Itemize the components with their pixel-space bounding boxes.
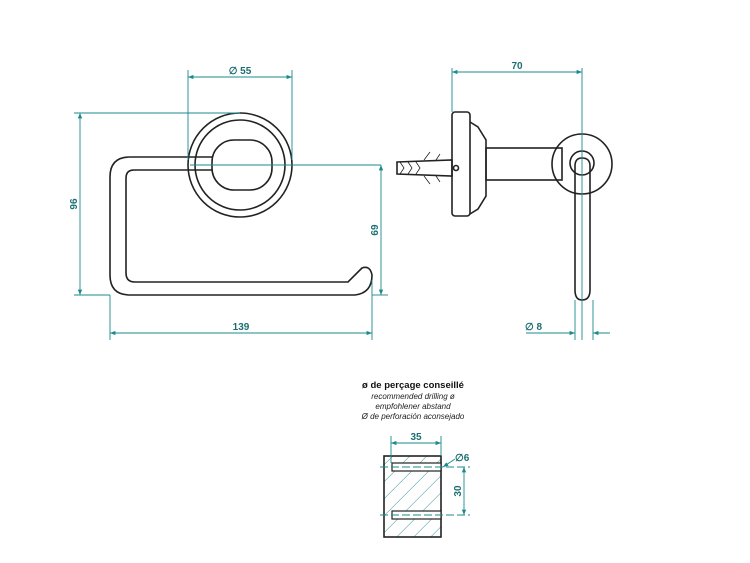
dim-height-96: 96 [69,198,80,210]
drilling-note: ø de perçage conseillé recommended drill… [361,380,465,421]
dim-width-139: 139 [233,322,250,333]
front-dimensions: ∅ 55 96 69 139 [69,66,388,340]
stem [485,147,563,181]
note-en: recommended drilling ø [371,392,455,401]
dim-diameter-8: ∅ 8 [525,322,542,333]
note-de: empfohlener abstand [375,402,451,411]
front-view [109,112,381,296]
side-view [396,111,613,301]
dim-spacing-30: 30 [453,485,464,497]
flange [469,121,487,215]
dim-diameter-55: ∅ 55 [229,66,252,77]
drilling-template: 35 ∅6 30 [380,432,470,538]
side-dimensions: 70 ∅ 8 [451,61,610,340]
note-fr: ø de perçage conseillé [362,380,464,391]
paper-holder-arm [109,156,373,296]
dim-spacing-35: 35 [410,432,422,443]
roll-rod [574,157,591,301]
dim-height-69: 69 [370,224,381,236]
note-es: Ø de perforación aconsejado [361,412,465,421]
back-plate [451,111,471,217]
wall-plug [396,159,453,177]
dim-depth-70: 70 [511,61,523,72]
dim-diameter-6: ∅6 [455,453,470,464]
